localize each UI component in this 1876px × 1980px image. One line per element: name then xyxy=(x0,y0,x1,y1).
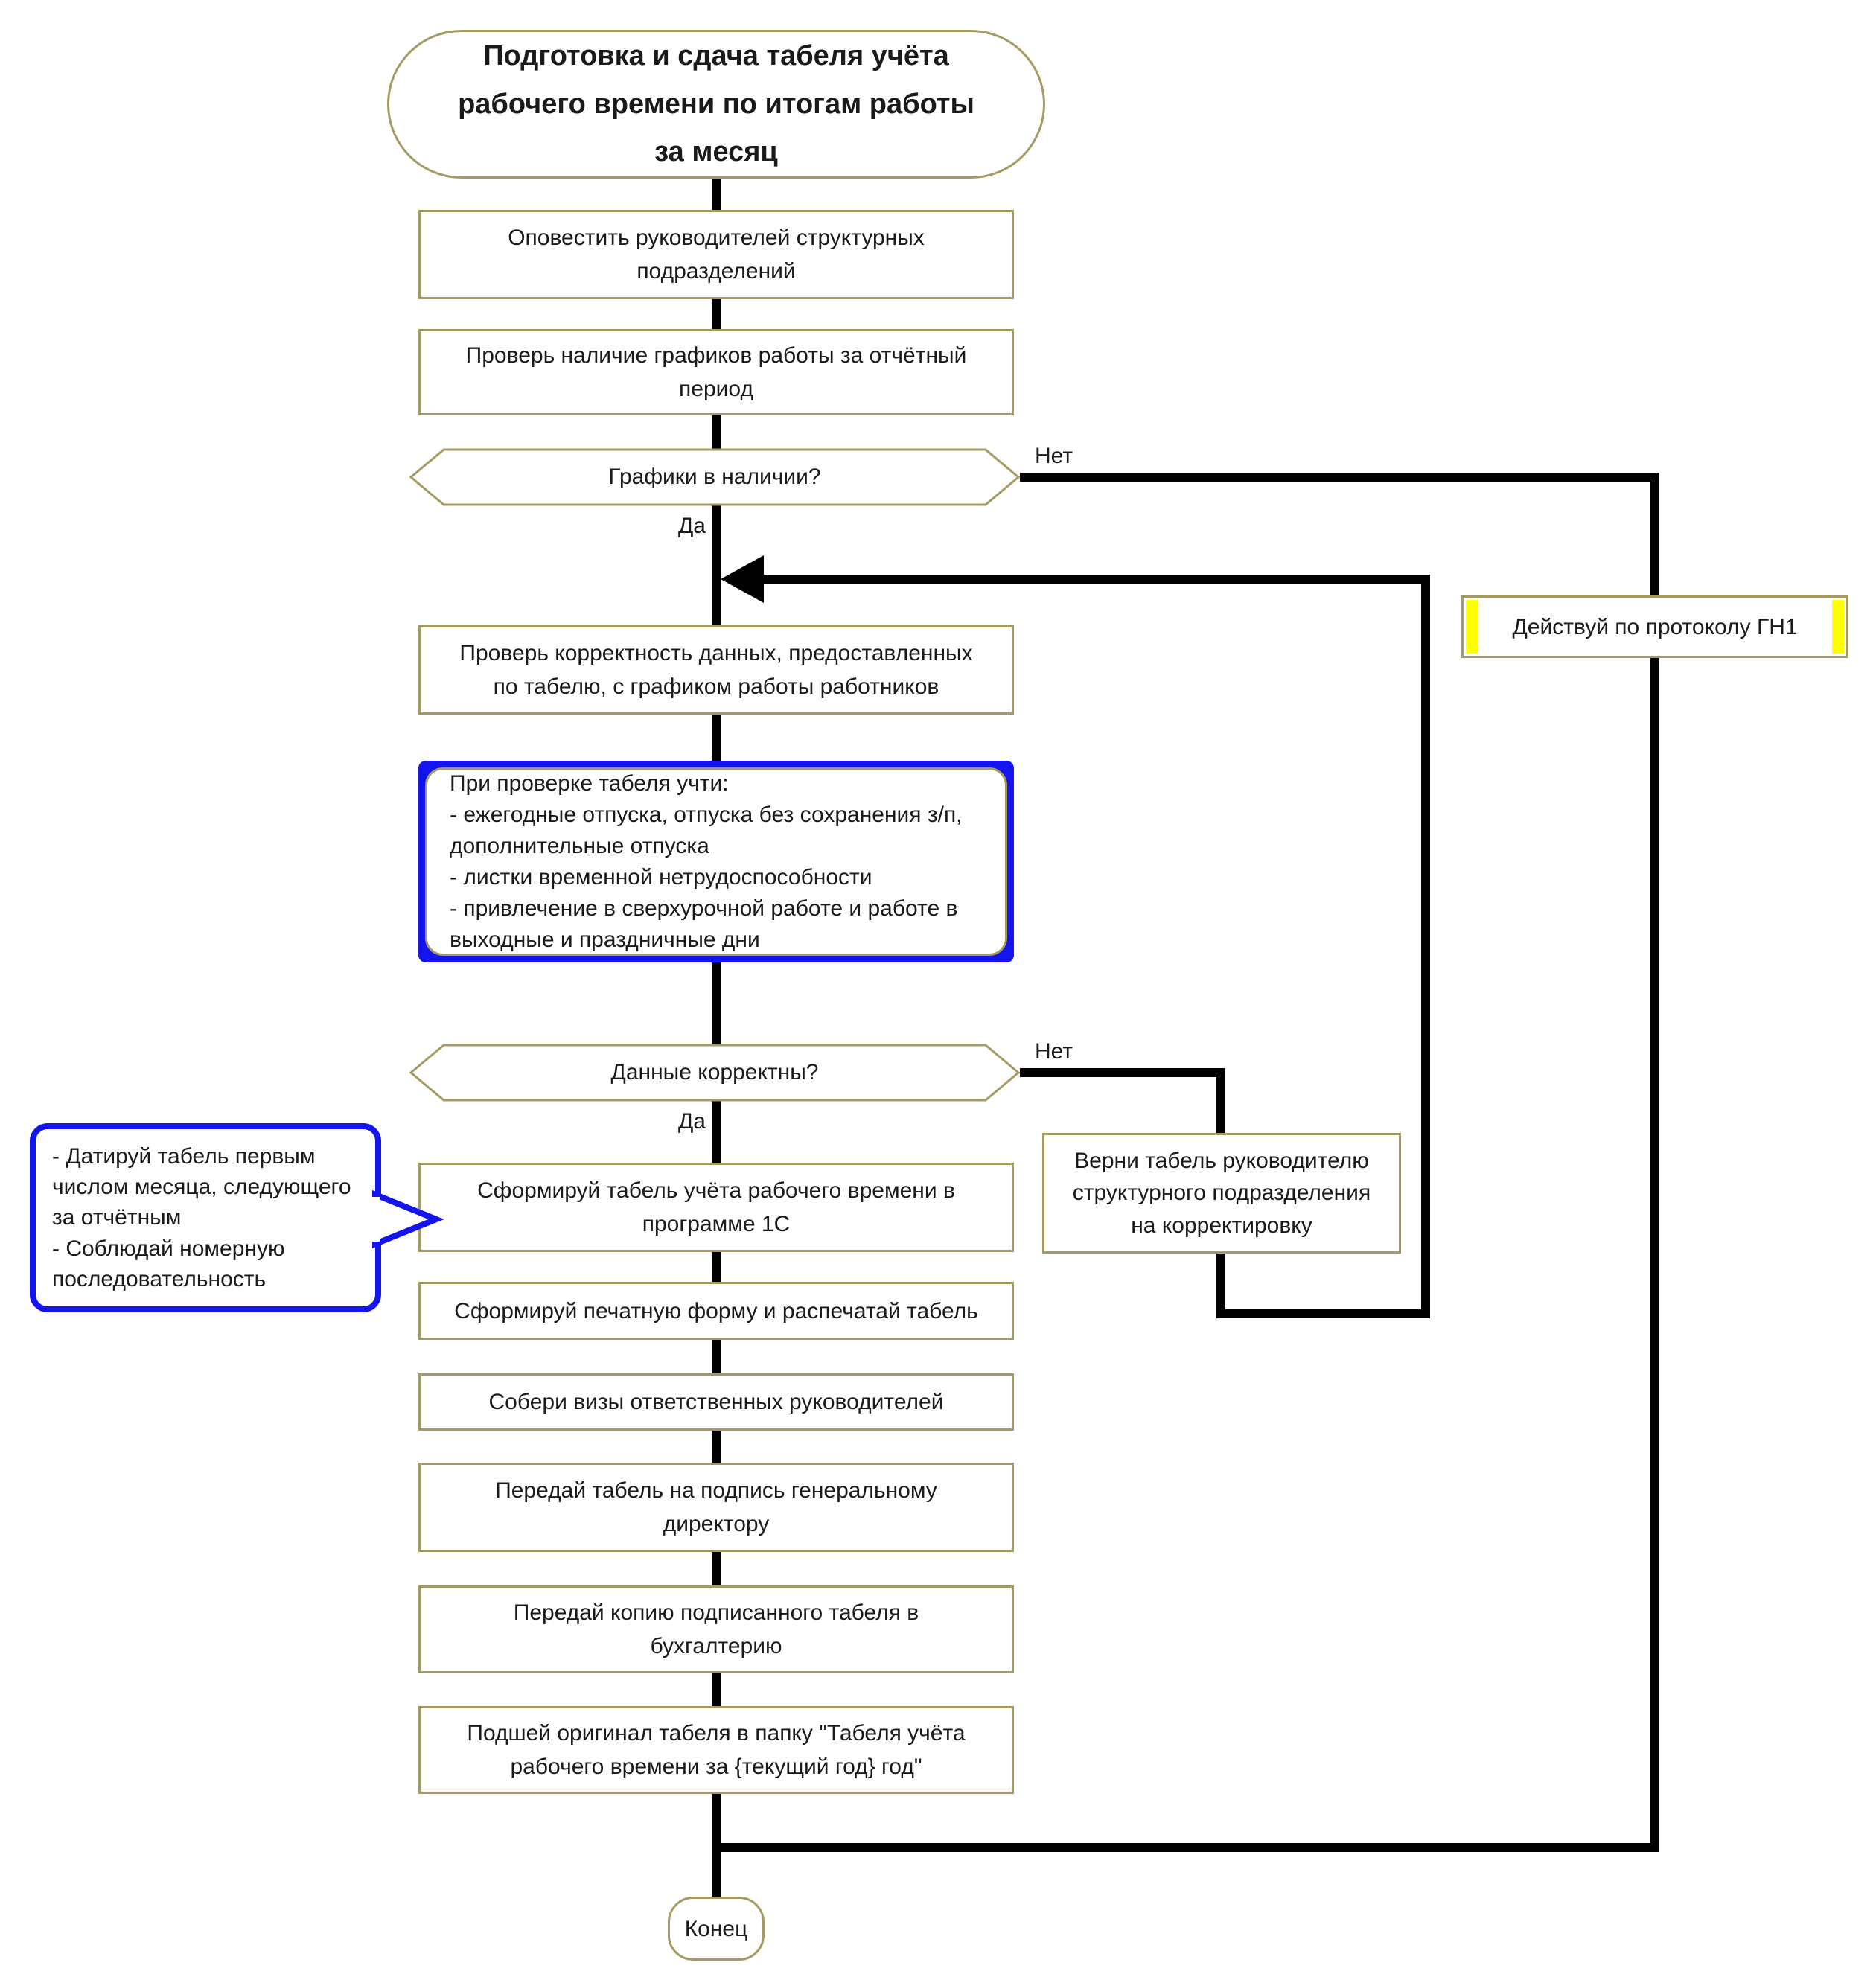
decision-schedules: Графики в наличии? xyxy=(409,448,1020,506)
label-data-yes: Да xyxy=(677,1109,706,1134)
label-data-no: Нет xyxy=(1035,1039,1073,1064)
flow-line-loop-up xyxy=(1421,575,1430,1318)
flow-line-loop-bottom xyxy=(1216,1309,1430,1318)
step-form-timesheet: Сформируй табель учёта рабочего времени … xyxy=(418,1163,1014,1252)
protocol-box-text: Действуй по протоколу ГН1 xyxy=(1512,614,1798,639)
step-file-original: Подшей оригинал табеля в папку "Табеля у… xyxy=(418,1706,1014,1794)
decision-schedules-question: Графики в наличии? xyxy=(608,464,821,489)
callout-pointer-icon xyxy=(372,1189,444,1249)
step-print-form: Сформируй печатную форму и распечатай та… xyxy=(418,1282,1014,1340)
decision-data-correct-question: Данные корректны? xyxy=(610,1060,819,1085)
flow-line-merge-horizontal xyxy=(744,575,1430,584)
step-collect-visas: Собери визы ответственных руководителей xyxy=(418,1373,1014,1431)
decision-data-correct: Данные корректны? xyxy=(409,1044,1020,1102)
flow-line-schedules-no-horizontal xyxy=(1020,473,1659,482)
callout-note: - Датируй табель первым числом месяца, с… xyxy=(30,1123,381,1312)
end-terminator: Конец xyxy=(668,1897,765,1961)
step-notify: Оповестить руководителей структурных под… xyxy=(418,210,1014,299)
step-copy-accounting: Передай копию подписанного табеля в бухг… xyxy=(418,1585,1014,1673)
protocol-box: Действуй по протоколу ГН1 xyxy=(1461,595,1848,658)
start-terminator: Подготовка и сдача табеля учёта рабочего… xyxy=(387,30,1045,179)
step-sign-director: Передай табель на подпись генеральному д… xyxy=(418,1463,1014,1552)
note-box-text: При проверке табеля учти: - ежегодные от… xyxy=(425,767,1007,956)
merge-arrowhead-icon xyxy=(721,555,764,603)
hexagon-shape-icon xyxy=(409,448,1020,506)
step-return-timesheet: Верни табель руководителю структурного п… xyxy=(1042,1133,1401,1254)
label-schedules-no: Нет xyxy=(1035,444,1073,468)
hexagon-shape-icon xyxy=(409,1044,1020,1102)
flow-line-schedules-no-vertical xyxy=(1650,473,1659,1852)
step-check-schedules: Проверь наличие графиков работы за отчёт… xyxy=(418,329,1014,415)
yellow-bar-left-icon xyxy=(1466,600,1478,654)
label-schedules-yes: Да xyxy=(677,514,706,538)
yellow-bar-right-icon xyxy=(1832,600,1844,654)
flow-line-bottom-joiner xyxy=(712,1843,1659,1852)
flow-line-data-no-horizontal xyxy=(1020,1068,1225,1077)
note-box: При проверке табеля учти: - ежегодные от… xyxy=(418,761,1014,962)
step-check-correctness: Проверь корректность данных, предоставле… xyxy=(418,625,1014,715)
